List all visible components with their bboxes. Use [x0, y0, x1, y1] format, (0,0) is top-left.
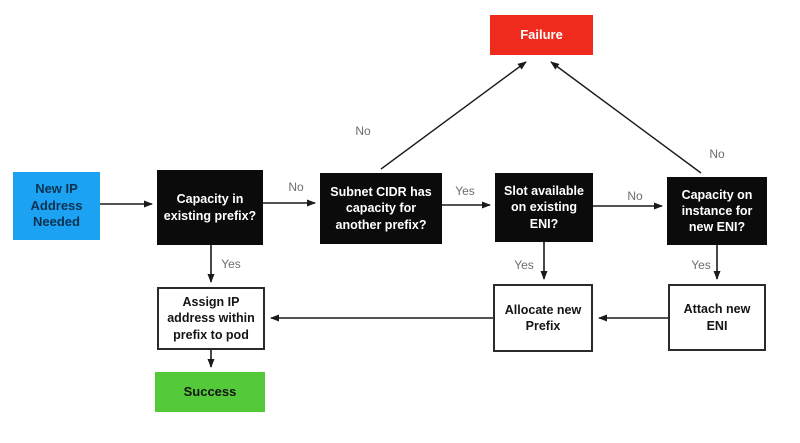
node-label: Failure: [520, 26, 563, 42]
node-new-ip-address-needed: New IP Address Needed: [13, 172, 100, 240]
node-assign-ip-within-prefix: Assign IP address within prefix to pod: [157, 287, 265, 350]
node-label: Attach new ENI: [683, 302, 751, 333]
edge-label-d3-yes: Yes: [514, 258, 534, 272]
node-label: Slot available on existing ENI?: [504, 184, 584, 231]
edge-label-d2-no: No: [355, 124, 371, 138]
node-success: Success: [155, 372, 265, 412]
node-label: New IP Address Needed: [30, 180, 83, 230]
node-label: Subnet CIDR has capacity for another pre…: [330, 185, 432, 232]
edge-d2-to-failure: [380, 61, 527, 170]
node-label: Capacity on instance for new ENI?: [681, 187, 753, 235]
edge-d4-to-failure: [550, 61, 702, 174]
node-label: Capacity in existing prefix?: [163, 192, 257, 223]
node-capacity-in-existing-prefix: Capacity in existing prefix?: [157, 170, 263, 245]
node-attach-new-eni: Attach new ENI: [668, 284, 766, 351]
node-slot-available-existing-eni: Slot available on existing ENI?: [495, 173, 593, 242]
edge-label-d1-yes: Yes: [221, 257, 241, 271]
node-allocate-new-prefix: Allocate new Prefix: [493, 284, 593, 352]
edge-label-d4-no: No: [709, 147, 725, 161]
node-label: Success: [183, 383, 237, 399]
node-failure: Failure: [490, 15, 593, 55]
node-capacity-on-instance-new-eni: Capacity on instance for new ENI?: [667, 177, 767, 245]
edge-label-d4-yes: Yes: [691, 258, 711, 272]
node-label: Assign IP address within prefix to pod: [167, 295, 255, 342]
edge-label-d1-no: No: [288, 180, 304, 194]
node-subnet-cidr-capacity: Subnet CIDR has capacity for another pre…: [320, 173, 442, 244]
edge-label-d2-yes: Yes: [455, 184, 475, 198]
edge-label-d3-no: No: [627, 189, 643, 203]
node-label: Allocate new Prefix: [504, 302, 582, 333]
